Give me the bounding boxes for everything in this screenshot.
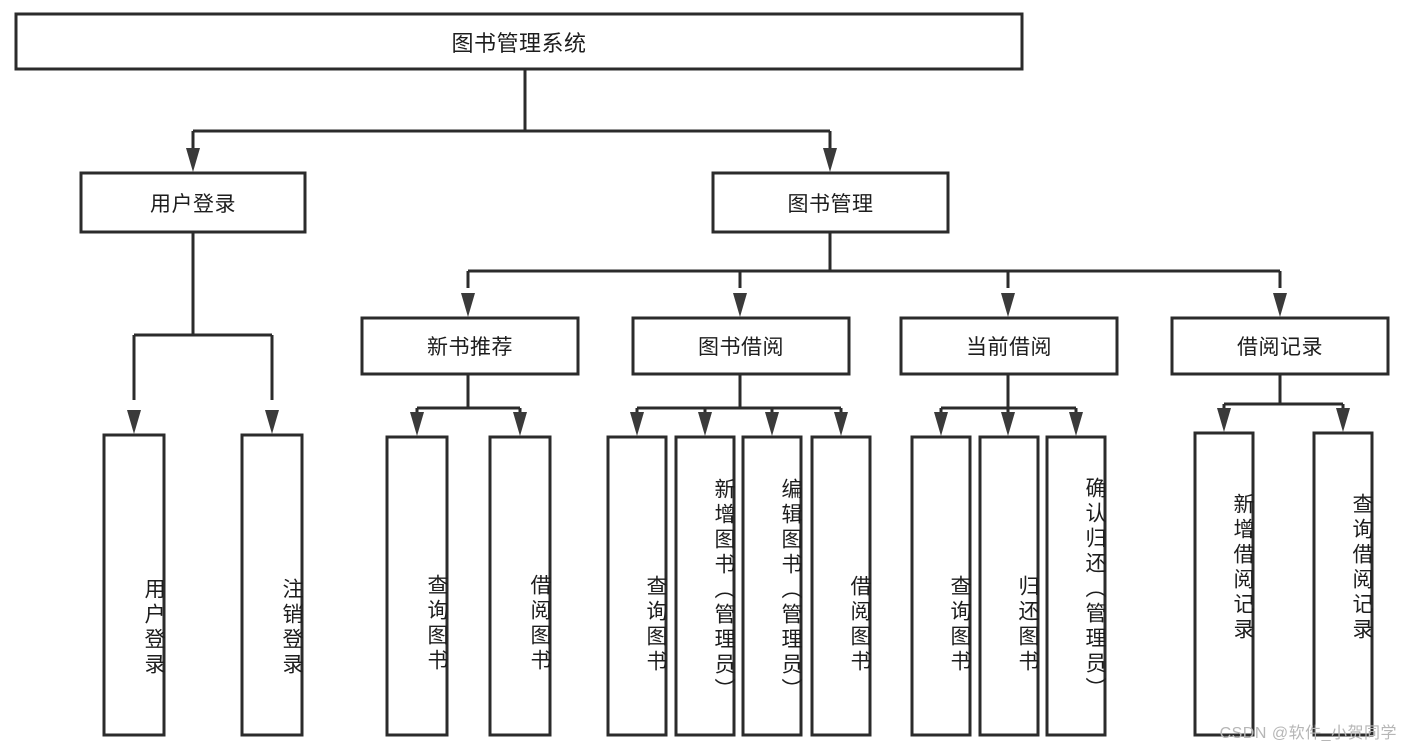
node-box-leaf-bo-edit[interactable]	[741, 435, 803, 737]
node-box-leaf-user-login[interactable]	[102, 433, 166, 737]
node-box-leaf-bo-add[interactable]	[674, 435, 736, 737]
arrowhead-borrow	[733, 293, 747, 317]
arrowhead-cu-leaf3	[1069, 412, 1083, 436]
arrowhead-cu-leaf2	[1001, 412, 1015, 436]
arrowhead-user-login	[186, 148, 200, 172]
node-box-borrow[interactable]	[631, 316, 851, 376]
arrowhead-re-leaf1	[1217, 408, 1231, 432]
node-box-leaf-re-query[interactable]	[1312, 431, 1374, 737]
node-box-leaf-cu-query[interactable]	[910, 435, 972, 737]
node-box-leaf-nb-borrow[interactable]	[488, 435, 552, 737]
arrowhead-nb-leaf2	[513, 412, 527, 436]
arrowhead-bo-leaf1	[630, 412, 644, 436]
arrowhead-current	[1001, 293, 1015, 317]
arrowhead-records	[1273, 293, 1287, 317]
connector-group	[127, 69, 1350, 436]
arrowhead-bo-leaf4	[834, 412, 848, 436]
node-box-leaf-bo-query[interactable]	[606, 435, 668, 737]
node-box-leaf-re-add[interactable]	[1193, 431, 1255, 737]
node-box-leaf-logout[interactable]	[240, 433, 304, 737]
arrowhead-bo-leaf2	[698, 412, 712, 436]
node-box-leaf-cu-return[interactable]	[978, 435, 1040, 737]
node-box-leaf-cu-confirm[interactable]	[1045, 435, 1107, 737]
node-box-group	[14, 12, 1390, 737]
node-box-records[interactable]	[1170, 316, 1390, 376]
node-box-leaf-nb-query[interactable]	[385, 435, 449, 737]
arrowhead-leaf-logout	[265, 410, 279, 434]
arrowhead-cu-leaf1	[934, 412, 948, 436]
watermark-text: CSDN @软件_小贺同学	[1219, 725, 1397, 742]
node-box-leaf-bo-borrow[interactable]	[810, 435, 872, 737]
arrowhead-book-mgmt	[823, 148, 837, 172]
node-box-new-book[interactable]	[360, 316, 580, 376]
arrowhead-bo-leaf3	[765, 412, 779, 436]
node-box-user-login[interactable]	[79, 171, 307, 234]
arrowhead-new-book	[461, 293, 475, 317]
arrowhead-nb-leaf1	[410, 412, 424, 436]
node-box-current[interactable]	[899, 316, 1119, 376]
node-box-root[interactable]	[14, 12, 1024, 71]
node-box-book-mgmt[interactable]	[711, 171, 950, 234]
arrowhead-leaf-user-login	[127, 410, 141, 434]
arrowhead-re-leaf2	[1336, 408, 1350, 432]
